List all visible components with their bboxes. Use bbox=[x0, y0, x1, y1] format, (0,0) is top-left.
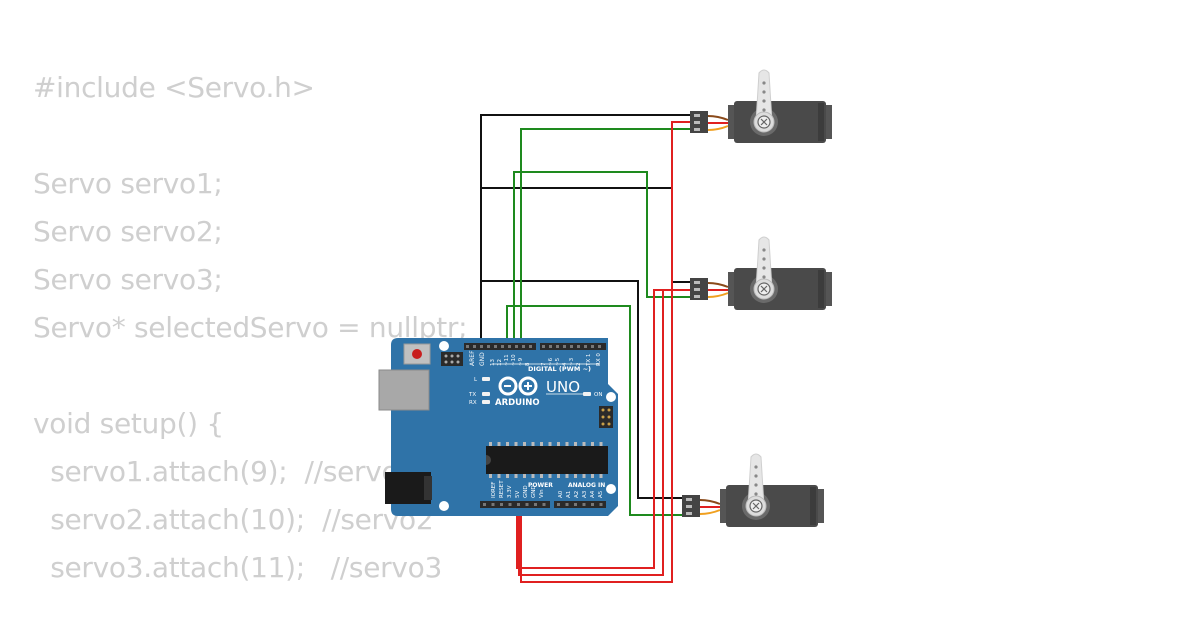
code-background: #include <Servo.h> Servo servo1; Servo ser… bbox=[33, 64, 468, 592]
servo-flange bbox=[816, 489, 824, 523]
aref-label: AREF bbox=[469, 350, 476, 366]
pin-label: ~6 bbox=[548, 357, 554, 366]
power-pin-label: IOREF bbox=[491, 482, 497, 498]
analog-label: ANALOG IN bbox=[568, 482, 605, 489]
servo-flange bbox=[720, 489, 728, 523]
power-jack bbox=[385, 472, 431, 504]
digital-label: DIGITAL (PWM ~) bbox=[528, 365, 591, 373]
led-l-label: L bbox=[474, 377, 478, 383]
usb-connector bbox=[378, 369, 430, 411]
pin-label: RX 0 bbox=[596, 353, 602, 366]
servo-flange bbox=[824, 105, 832, 139]
power-pin-label: Vin bbox=[539, 489, 545, 498]
pin-label: TX 1 bbox=[586, 354, 592, 367]
power-pin-label: 3.3V bbox=[507, 485, 513, 498]
led-on bbox=[583, 392, 591, 396]
pin-label: 13 bbox=[490, 359, 496, 366]
power-pin-label: GND bbox=[531, 485, 537, 498]
servo-flange bbox=[824, 272, 832, 306]
icsp-header-top bbox=[441, 352, 463, 366]
analog-pin-label: A0 bbox=[558, 490, 564, 498]
reset-button-cap bbox=[412, 349, 422, 359]
led-rx-label: RX bbox=[469, 400, 477, 406]
atmega-chip bbox=[486, 442, 608, 478]
wire-power-servo1 bbox=[520, 121, 695, 583]
icsp-header-right bbox=[599, 406, 613, 428]
power-jack-tip bbox=[424, 476, 432, 500]
wire-signal-servo2 bbox=[513, 171, 695, 346]
power-pin-label: 5V bbox=[515, 491, 521, 498]
led-on-label: ON bbox=[594, 392, 602, 398]
power-analog-header bbox=[480, 501, 606, 508]
wires bbox=[480, 114, 695, 583]
analog-pin-label: A4 bbox=[590, 490, 596, 498]
servo-horn bbox=[747, 453, 765, 507]
digital-header bbox=[464, 343, 606, 350]
analog-pin-label: A5 bbox=[598, 490, 604, 498]
mounting-hole bbox=[439, 341, 449, 351]
wire-signal-servo1 bbox=[520, 128, 695, 346]
led-rx bbox=[482, 400, 490, 404]
code-line: servo3.attach(11); //servo3 bbox=[33, 551, 442, 584]
code-line: Servo servo3; bbox=[33, 263, 223, 296]
mounting-hole bbox=[606, 392, 616, 402]
pin-label: ~9 bbox=[518, 357, 524, 366]
code-line: void setup() { bbox=[33, 407, 224, 440]
mounting-hole bbox=[439, 501, 449, 511]
servo-1 bbox=[690, 69, 832, 143]
code-line: #include <Servo.h> bbox=[33, 71, 315, 104]
led-l bbox=[482, 377, 490, 381]
servo-body bbox=[726, 485, 818, 527]
pin-label: 12 bbox=[497, 359, 503, 366]
led-tx-label: TX bbox=[468, 392, 476, 398]
servos bbox=[682, 69, 832, 527]
servo-3 bbox=[682, 453, 824, 527]
gnd-label: GND bbox=[479, 352, 486, 366]
pin-label: ~5 bbox=[555, 357, 561, 366]
servo-flange bbox=[728, 272, 736, 306]
power-label: POWER bbox=[528, 482, 553, 489]
mounting-hole bbox=[606, 484, 616, 494]
wire-power-servo3 bbox=[516, 289, 695, 569]
servo-horn bbox=[755, 236, 773, 290]
power-pin-label: RESET bbox=[499, 480, 505, 498]
code-line: Servo servo1; bbox=[33, 167, 223, 200]
servo-body bbox=[734, 268, 826, 310]
servo-flange bbox=[728, 105, 736, 139]
analog-pin-label: A3 bbox=[582, 490, 588, 498]
pin-label: ~11 bbox=[504, 354, 510, 366]
board-model: UNO bbox=[546, 378, 580, 396]
pin-label: ~10 bbox=[511, 354, 517, 366]
code-line: Servo servo2; bbox=[33, 215, 223, 248]
led-tx bbox=[482, 392, 490, 396]
power-pin-label: GND bbox=[523, 485, 529, 498]
servo-horn bbox=[755, 69, 773, 123]
wire-signal-servo3 bbox=[506, 305, 688, 516]
servo-2 bbox=[690, 236, 832, 310]
analog-pin-label: A1 bbox=[566, 491, 572, 498]
pin-label: ~3 bbox=[569, 357, 575, 366]
board-brand: ARDUINO bbox=[495, 398, 540, 408]
analog-pin-label: A2 bbox=[574, 491, 580, 498]
servo-body bbox=[734, 101, 826, 143]
arduino-logo-icon bbox=[498, 376, 538, 396]
